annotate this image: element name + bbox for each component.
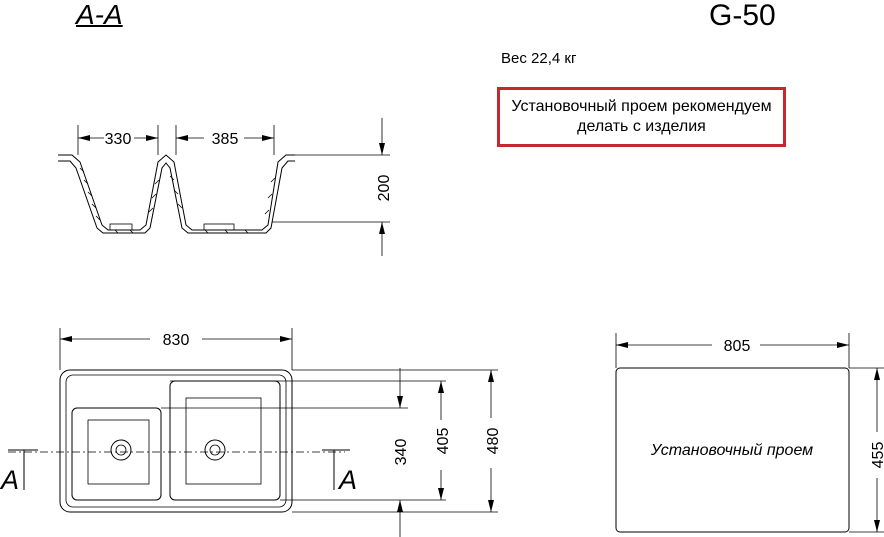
section-hatching: [79, 167, 276, 234]
left-drain-inner: [115, 444, 127, 456]
dim-cutout-width: 455: [870, 442, 884, 469]
dim-left-bowl: 330: [105, 131, 132, 148]
section-marker-right: A: [337, 465, 357, 495]
cutout-outline: [615, 367, 850, 533]
dim-right-bowl-length: 405: [435, 428, 452, 455]
dim-depth: 200: [376, 175, 393, 202]
installation-note: Установочный проем рекомендуем делать с …: [497, 87, 786, 147]
section-profile-inner: [58, 160, 295, 234]
installation-note-text: Установочный проем рекомендуем делать с …: [511, 98, 772, 135]
cutout-label: Установочный проем: [650, 442, 813, 459]
plan-view: A A 830 340 405 480: [0, 328, 502, 537]
left-drain-section: [109, 223, 133, 231]
right-drain: [204, 439, 226, 461]
dim-cutout-length: 805: [724, 338, 751, 355]
sink-outline: [59, 369, 293, 513]
right-drain-section: [203, 223, 235, 231]
section-title: A-A: [76, 0, 123, 30]
weight-label: Вес 22,4 кг: [501, 50, 577, 67]
model-title: G-50: [709, 0, 776, 32]
dim-inner-right: 340: [393, 439, 410, 466]
right-bowl: [169, 380, 281, 501]
dim-length: 830: [163, 332, 190, 349]
section-view: 330 385 200: [58, 118, 393, 256]
section-profile-outer: [58, 154, 295, 231]
left-drain: [110, 439, 132, 461]
section-marker-left: A: [0, 465, 19, 495]
right-drain-inner: [209, 444, 221, 456]
left-bowl: [71, 407, 162, 501]
dim-right-bowl: 385: [212, 131, 239, 148]
dim-width: 480: [485, 428, 502, 455]
cutout-view: Установочный проем 805 455: [615, 333, 884, 533]
right-bowl-bottom: [185, 397, 262, 485]
sink-outline-inner: [65, 374, 287, 508]
